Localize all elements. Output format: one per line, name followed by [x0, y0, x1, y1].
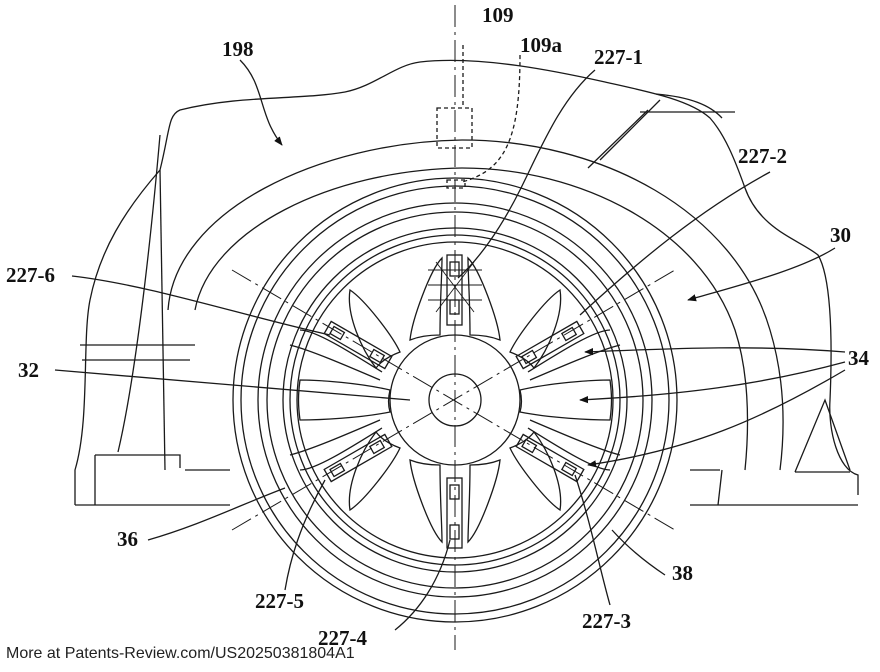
- label-227-1: 227-1: [594, 45, 643, 69]
- label-38: 38: [672, 561, 693, 585]
- spokes: [289, 256, 621, 544]
- reference-labels: 109 109a 198 227-1 227-2 30 227-6 34 32 …: [6, 3, 870, 650]
- sensors: [323, 254, 585, 549]
- label-227-5: 227-5: [255, 589, 304, 613]
- label-32: 32: [18, 358, 39, 382]
- label-227-2: 227-2: [738, 144, 787, 168]
- label-36: 36: [117, 527, 138, 551]
- fender-arch: [167, 139, 784, 471]
- center-lines: [231, 5, 676, 650]
- label-198: 198: [222, 37, 254, 61]
- leader-lines: [54, 59, 846, 631]
- label-227-3: 227-3: [582, 609, 631, 633]
- label-109: 109: [482, 3, 514, 27]
- label-227-4: 227-4: [318, 626, 367, 650]
- source-footer: More at Patents-Review.com/US20250381804…: [6, 645, 355, 662]
- label-34: 34: [848, 346, 870, 370]
- label-30: 30: [830, 223, 851, 247]
- antenna-109: [436, 45, 521, 189]
- label-109a: 109a: [520, 33, 563, 57]
- label-227-6: 227-6: [6, 263, 55, 287]
- vehicle-body: [74, 59, 859, 506]
